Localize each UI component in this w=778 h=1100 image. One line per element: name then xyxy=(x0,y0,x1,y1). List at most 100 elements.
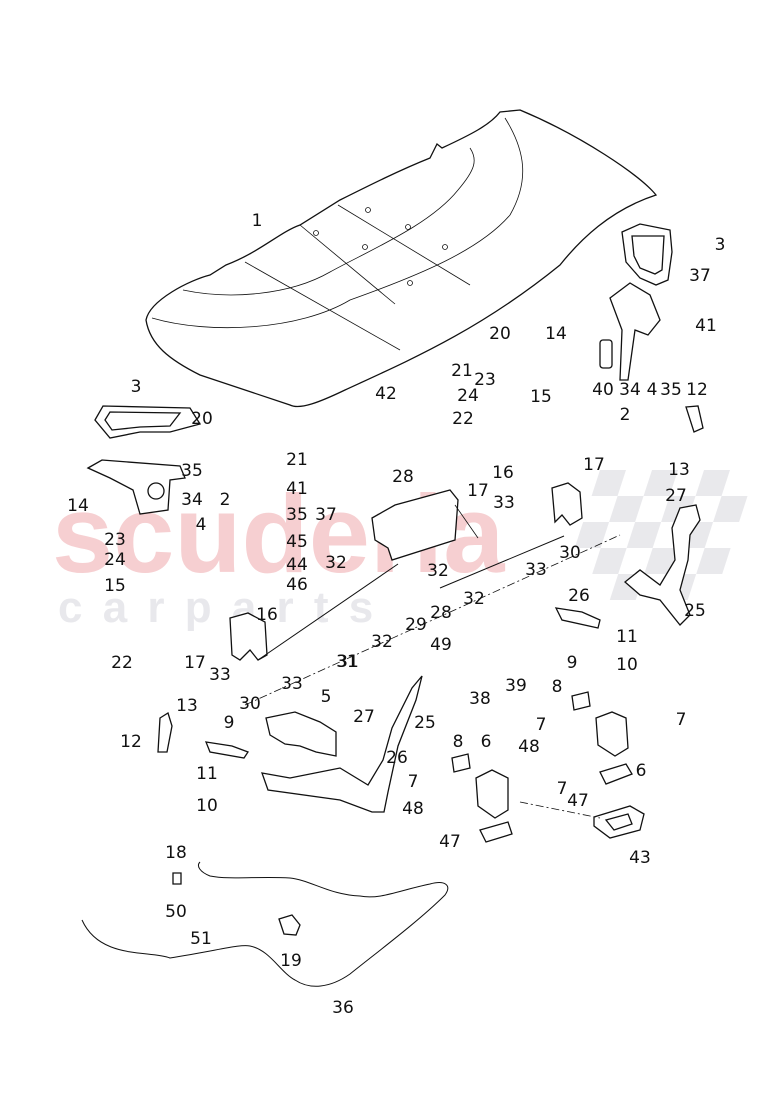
callout-label-15: 15 xyxy=(104,576,126,596)
callout-label-17: 17 xyxy=(583,455,605,475)
callout-label-34: 34 xyxy=(181,490,203,510)
callout-label-21: 21 xyxy=(451,361,473,381)
part-5-bracket xyxy=(265,711,337,757)
callout-label-22: 22 xyxy=(111,653,133,673)
callout-label-32: 32 xyxy=(463,589,485,609)
part-36-cable xyxy=(81,861,449,987)
part-47-plate-right xyxy=(599,763,633,785)
part-12-bracket-left xyxy=(157,712,173,753)
part-25-hinge-left xyxy=(261,675,423,813)
callout-label-6: 6 xyxy=(636,761,647,781)
callout-label-17: 17 xyxy=(467,481,489,501)
callout-label-12: 12 xyxy=(120,732,142,752)
callout-label-9: 9 xyxy=(224,713,235,733)
callout-label-33: 33 xyxy=(209,665,231,685)
hinge-bracket-left xyxy=(86,459,186,515)
part-19-clip xyxy=(278,914,301,936)
callout-label-41: 41 xyxy=(695,316,717,336)
callout-label-44: 44 xyxy=(286,555,308,575)
callout-label-2: 2 xyxy=(620,405,631,425)
callout-label-1: 1 xyxy=(252,211,263,231)
callout-label-45: 45 xyxy=(286,532,308,552)
callout-label-34: 34 xyxy=(619,380,641,400)
callout-label-2: 2 xyxy=(220,490,231,510)
assembly-bracket-49 xyxy=(244,534,621,706)
callout-label-39: 39 xyxy=(505,676,527,696)
callout-label-16: 16 xyxy=(492,463,514,483)
callout-label-32: 32 xyxy=(427,561,449,581)
callout-label-21: 21 xyxy=(286,450,308,470)
callout-label-22: 22 xyxy=(452,409,474,429)
callout-label-5: 5 xyxy=(321,687,332,707)
callout-label-26: 26 xyxy=(568,586,590,606)
callout-label-37: 37 xyxy=(689,266,711,286)
callout-label-19: 19 xyxy=(280,951,302,971)
callout-label-28: 28 xyxy=(392,467,414,487)
callout-label-29: 29 xyxy=(405,615,427,635)
callout-label-33: 33 xyxy=(493,493,515,513)
callout-label-37: 37 xyxy=(315,505,337,525)
callout-label-28: 28 xyxy=(430,603,452,623)
part-30-lock-right xyxy=(551,482,583,526)
callout-label-4: 4 xyxy=(647,380,658,400)
callout-label-36: 36 xyxy=(332,998,354,1018)
part-28-drive-motor xyxy=(371,489,479,561)
callout-label-48: 48 xyxy=(402,799,424,819)
callout-label-10: 10 xyxy=(196,796,218,816)
callout-label-8: 8 xyxy=(552,677,563,697)
checkered-flag-watermark xyxy=(574,470,748,600)
callout-label-23: 23 xyxy=(474,370,496,390)
callout-label-7: 7 xyxy=(536,715,547,735)
watermark-sub-text: c a r p a r t s xyxy=(58,583,377,632)
callout-label-8: 8 xyxy=(453,732,464,752)
part-6-hinge-block-left xyxy=(475,769,509,819)
assembly-line-43 xyxy=(519,801,601,819)
part-3-gasket-right xyxy=(621,223,673,286)
hinge-bracket-right xyxy=(599,282,661,381)
part-8-shim-left xyxy=(451,753,471,773)
callout-label-16: 16 xyxy=(256,605,278,625)
callout-label-35: 35 xyxy=(286,505,308,525)
callout-label-25: 25 xyxy=(414,713,436,733)
callout-label-3: 3 xyxy=(715,235,726,255)
part-6-hinge-block-right xyxy=(595,711,629,757)
callout-label-27: 27 xyxy=(353,707,375,727)
callout-label-14: 14 xyxy=(67,496,89,516)
callout-label-18: 18 xyxy=(165,843,187,863)
callout-label-48: 48 xyxy=(518,737,540,757)
callout-label-25: 25 xyxy=(684,601,706,621)
callout-label-43: 43 xyxy=(629,848,651,868)
callout-label-7: 7 xyxy=(408,772,419,792)
callout-label-50: 50 xyxy=(165,902,187,922)
callout-label-33: 33 xyxy=(525,560,547,580)
callout-label-31: 31 xyxy=(336,652,358,672)
callout-label-35: 35 xyxy=(660,380,682,400)
part-1-compartment-lid xyxy=(145,109,658,408)
part-31-rod-left xyxy=(257,563,399,661)
callout-label-46: 46 xyxy=(286,575,308,595)
callout-label-30: 30 xyxy=(239,694,261,714)
callout-label-32: 32 xyxy=(325,553,347,573)
part-12-bracket-right xyxy=(685,405,704,433)
callout-label-32: 32 xyxy=(371,632,393,652)
callout-label-51: 51 xyxy=(190,929,212,949)
callout-label-7: 7 xyxy=(557,779,568,799)
callout-label-49: 49 xyxy=(430,635,452,655)
callout-label-31: 31 xyxy=(337,652,359,672)
callout-label-6: 6 xyxy=(481,732,492,752)
callout-label-38: 38 xyxy=(469,689,491,709)
callout-label-13: 13 xyxy=(176,696,198,716)
callout-label-24: 24 xyxy=(457,386,479,406)
part-9-plate-right xyxy=(554,607,601,629)
callout-label-20: 20 xyxy=(489,324,511,344)
callout-label-11: 11 xyxy=(196,764,218,784)
callout-label-26: 26 xyxy=(386,748,408,768)
callout-label-41: 41 xyxy=(286,479,308,499)
callout-label-9: 9 xyxy=(567,653,578,673)
callout-label-7: 7 xyxy=(676,710,687,730)
callout-label-20: 20 xyxy=(191,409,213,429)
callout-label-17: 17 xyxy=(184,653,206,673)
callout-label-4: 4 xyxy=(196,515,207,535)
callout-label-15: 15 xyxy=(530,387,552,407)
